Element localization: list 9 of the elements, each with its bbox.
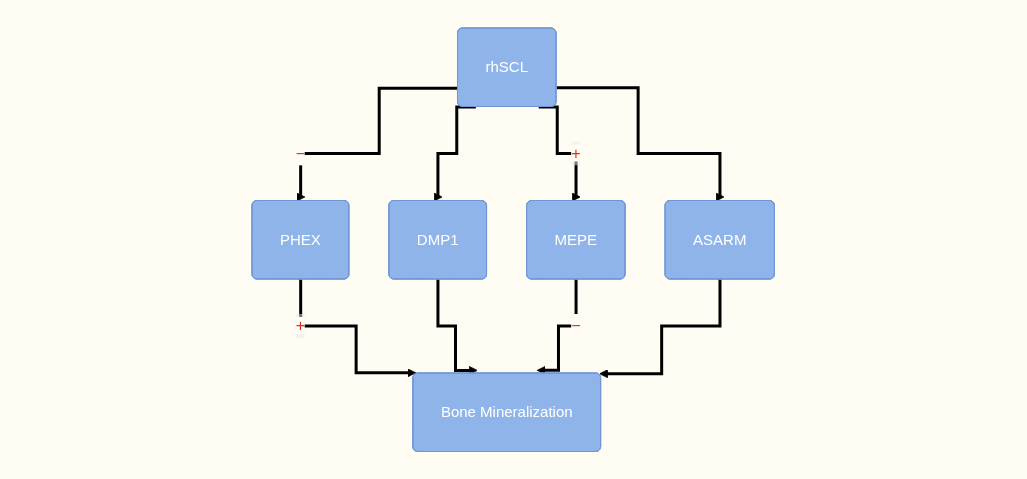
arrow [556, 85, 725, 202]
edge-label: + [571, 144, 581, 162]
edge-label: + [296, 316, 306, 334]
edge-label: − [296, 144, 306, 162]
arrow [599, 277, 723, 378]
arrow [434, 105, 477, 202]
edge-label: − [571, 316, 581, 334]
arrow [299, 277, 417, 377]
arrow [296, 86, 459, 202]
